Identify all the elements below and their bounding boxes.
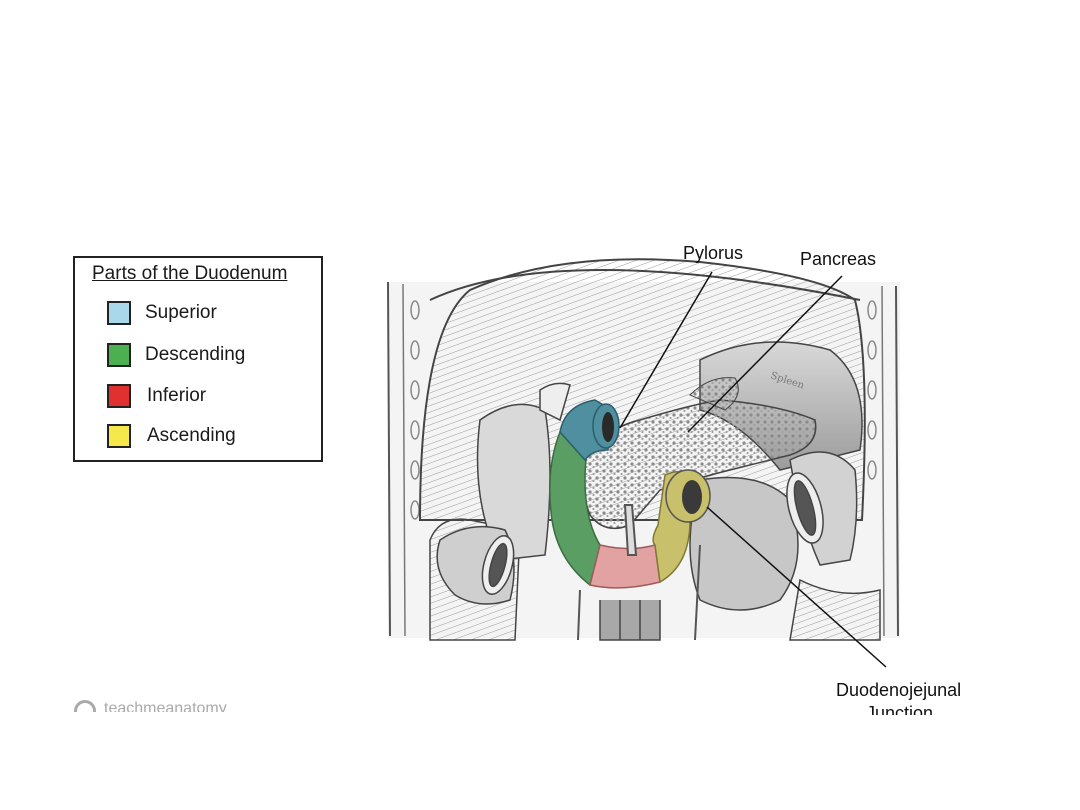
inferior-duodenum (589, 544, 661, 589)
pancreas (582, 399, 817, 530)
legend-label-descending: Descending (145, 344, 246, 365)
pylorus-leader-line (619, 271, 713, 429)
pancreas-label: Pancreas (800, 249, 877, 269)
pancreas-leader-line (687, 275, 843, 433)
ascending-swatch (107, 424, 131, 448)
pylorus-label: Pylorus (683, 243, 744, 263)
descending-swatch (107, 343, 131, 367)
teachmeanatomy-logo-icon (74, 700, 96, 712)
legend-label-superior: Superior (145, 302, 217, 323)
duodenojejunal-label-line2: Junction (866, 703, 934, 715)
vessels (577, 504, 701, 641)
watermark: teachmeanatomy (74, 700, 227, 712)
legend-title: Parts of the Duodenum (92, 263, 288, 284)
superior-swatch (107, 301, 131, 325)
watermark-text: teachmeanatomy (104, 700, 227, 712)
duodenojejunal-leader-line (706, 506, 887, 668)
legend-box: Parts of the Duodenum Superior Descendin… (73, 256, 323, 462)
duodenojejunal-label-line1: Duodenojejunal (836, 680, 962, 700)
inferior-swatch (107, 384, 131, 408)
legend-label-ascending: Ascending (147, 425, 236, 446)
intestines (429, 382, 881, 641)
legend-label-inferior: Inferior (147, 385, 207, 406)
